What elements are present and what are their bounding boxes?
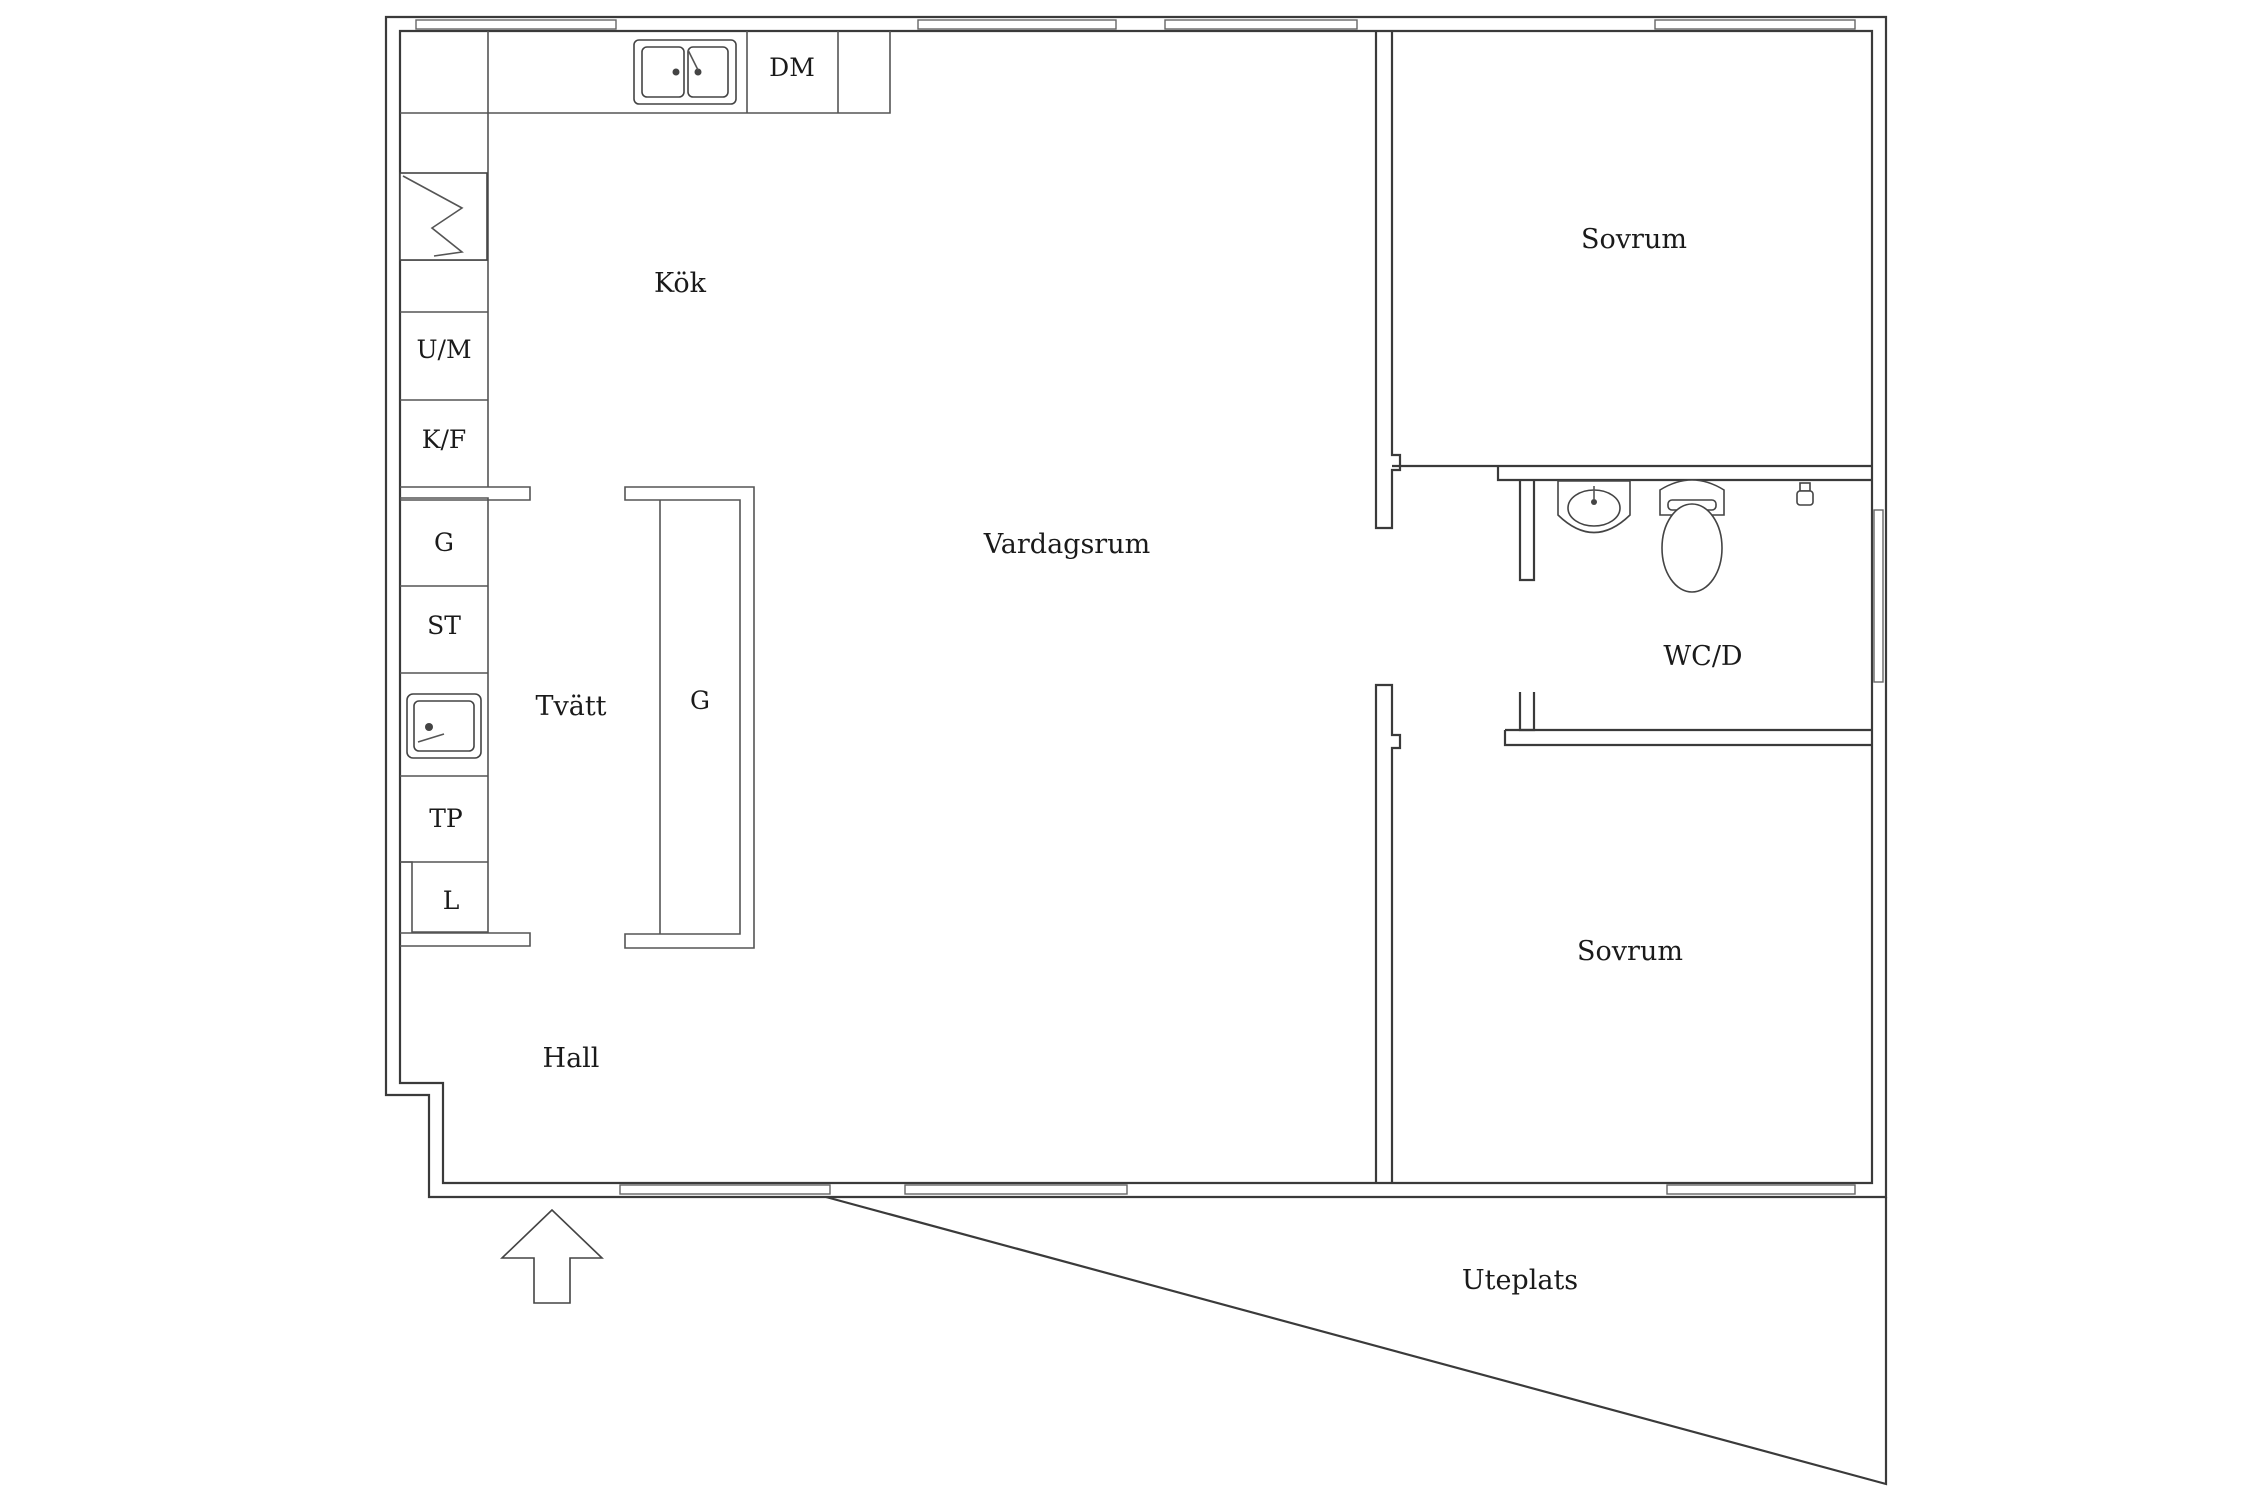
washbasin-icon (1557, 480, 1631, 534)
room-label-sovrum-bottom: Sovrum (1577, 936, 1683, 967)
room-label-tvatt: Tvätt (535, 691, 606, 722)
outer-walls (384, 15, 1888, 1199)
room-label-sovrum-top: Sovrum (1581, 224, 1687, 255)
fixture-label-dm: DM (769, 53, 815, 82)
room-label-uteplats: Uteplats (1462, 1265, 1578, 1296)
fixture-label-st: ST (427, 611, 461, 640)
room-label-hall: Hall (543, 1043, 600, 1074)
laundry-island (624, 486, 755, 949)
laundry-counter (400, 486, 531, 947)
fixture-label-g-left: G (434, 528, 454, 557)
fixture-label-tp: TP (429, 804, 463, 833)
fixture-label-um: U/M (416, 335, 471, 364)
entrance-arrow-icon (500, 1208, 604, 1304)
kitchen-sink-icon (633, 39, 737, 105)
room-label-vardagsrum: Vardagsrum (983, 529, 1150, 560)
fixture-label-l: L (443, 886, 460, 915)
terrace-outline (825, 1195, 1888, 1486)
interior-walls (1374, 31, 1872, 1183)
fixture-label-kf: K/F (422, 425, 466, 454)
room-label-kok: Kök (654, 268, 707, 299)
room-label-wcd: WC/D (1663, 641, 1742, 672)
laundry-sink-icon (406, 693, 482, 759)
fixture-label-g-island: G (690, 686, 710, 715)
windows (415, 19, 1884, 1195)
tap-icon (1796, 482, 1814, 506)
toilet-icon (1659, 479, 1725, 593)
stove-icon (399, 172, 488, 261)
